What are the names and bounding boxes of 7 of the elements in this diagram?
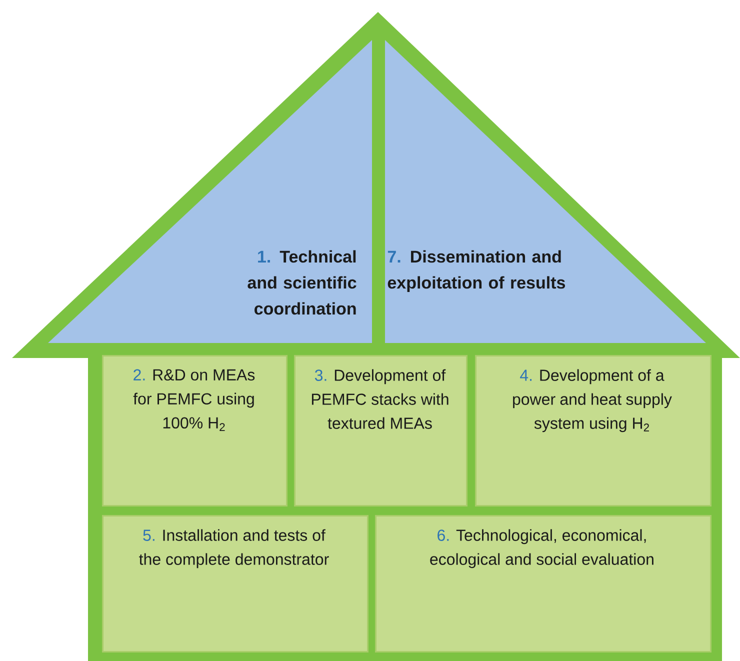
work-package-box: 3. Development of PEMFC stacks with textured MEAs xyxy=(294,355,468,506)
work-package-box: 5. Installation and tests of the complete demonstrator xyxy=(102,515,368,652)
work-package-box: 6. Technological, economical, ecological and social evaluation xyxy=(375,515,712,652)
work-package-box: 4. Development of a power and heat supply system using H$_{2}$ xyxy=(475,355,712,506)
roof-panel: 1. Technical and scientific coordination xyxy=(48,40,372,343)
work-package-box: 2. R&D on MEAs for PEMFC using 100% H$_{2}$ xyxy=(102,355,288,506)
roof-panel: 7. Dissemination and exploitation of results xyxy=(385,40,706,343)
